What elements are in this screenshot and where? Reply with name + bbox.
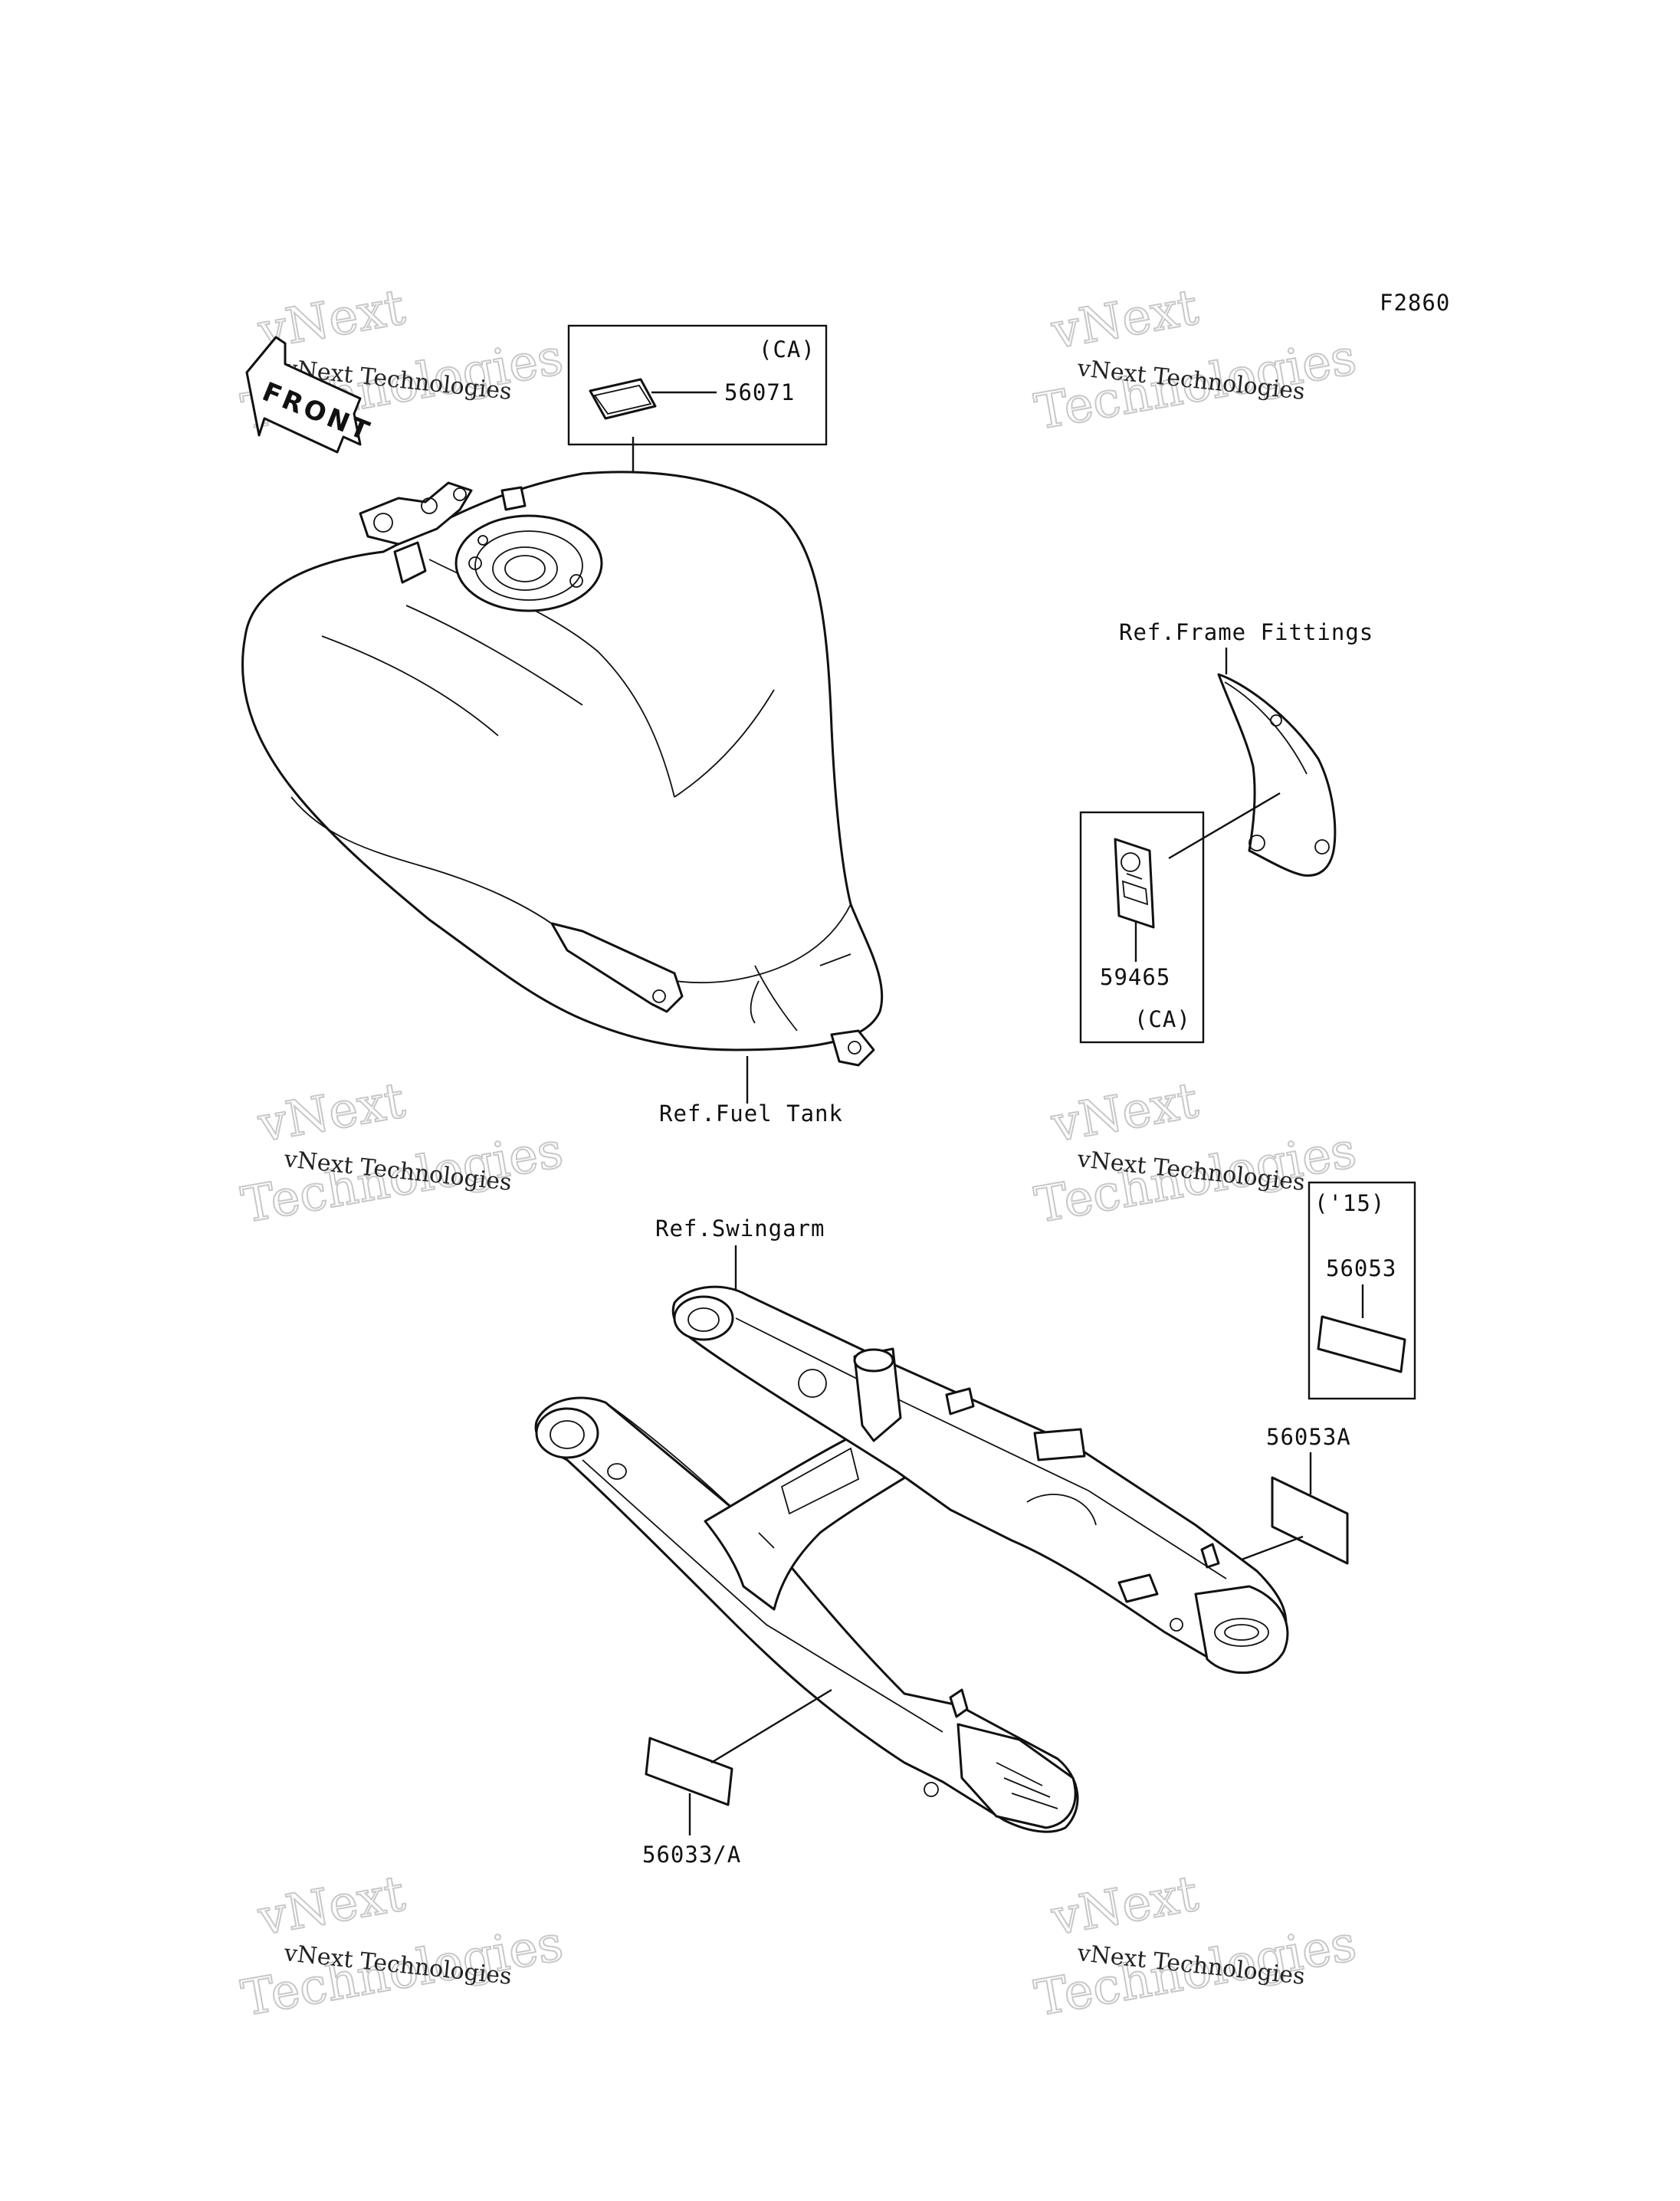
watermark-top-right: vNext Technologies [1030,278,1361,442]
year-15-label: ('15) [1314,1190,1385,1216]
watermark-bottom-right: vNext Technologies [1030,1865,1361,2029]
fuel-tank [241,471,884,1067]
ref-swingarm-label: Ref.Swingarm [655,1215,825,1242]
watermark-mid-left: vNext Technologies [237,1071,568,1235]
part-number-56033a: 56033/A [642,1842,741,1868]
ref-frame-fittings-label: Ref.Frame Fittings [1119,619,1373,645]
label-56053-icon [1317,1315,1406,1373]
svg-text:vNext: vNext [1047,1072,1203,1153]
label-59465-icon [1114,838,1155,929]
part-number-56053a: 56053A [1266,1424,1351,1450]
label-56053a-icon [1271,1476,1349,1565]
frame-fitting-bracket [1217,673,1337,877]
svg-text:vNext: vNext [254,1865,409,1947]
label-56071-icon [589,378,657,420]
svg-text:vNext: vNext [1047,1865,1203,1947]
leader-56053a [1241,1535,1304,1561]
part-number-59465: 59465 [1100,964,1170,990]
ca-box-mid [1079,811,1205,1044]
swingarm [534,1285,1289,1833]
part-number-56053: 56053 [1326,1255,1396,1281]
leader-59465-bracket [1168,792,1281,860]
ca-label-mid: (CA) [1134,1006,1191,1032]
ca-box-top [567,324,828,446]
ref-fuel-tank-label: Ref.Fuel Tank [659,1100,843,1127]
watermark-bottom-left: vNext Technologies [237,1865,568,2029]
leader-56033a-arm [710,1688,832,1764]
label-56033a-icon [645,1737,733,1806]
y15-box [1308,1181,1416,1400]
part-number-56071: 56071 [724,379,795,405]
ca-label-top: (CA) [759,336,815,362]
svg-text:vNext: vNext [1047,279,1203,360]
figure-code: F2860 [1380,290,1450,316]
svg-text:vNext: vNext [254,1072,409,1153]
